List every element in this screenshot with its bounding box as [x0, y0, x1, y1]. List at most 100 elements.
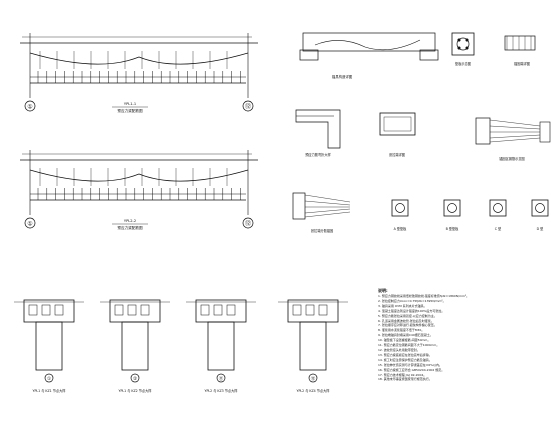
detail-end-elevation: 锚具构造详图	[299, 32, 439, 79]
note-line: 15. 张拉伸长值实测与计算误差应在±6%以内。	[378, 362, 442, 367]
fan-end-plate	[539, 121, 551, 143]
plate-hole	[535, 203, 545, 213]
detail-plate: C 型	[489, 199, 507, 231]
note-line: 8. 灌浆用水泥浆强度不低于M30。	[378, 328, 425, 333]
axis-label-right: ⑫	[245, 103, 251, 111]
joint-column	[121, 321, 149, 371]
detail-caption: 垫板示意图	[455, 61, 471, 66]
axis-label-left: ①	[27, 104, 32, 111]
note-line: 11. 预应力筋定位钢筋间距不大于1000mm。	[378, 343, 440, 348]
axis-bubble-left	[24, 217, 36, 229]
bend-outline	[295, 109, 341, 149]
detail-caption: C 型	[495, 226, 502, 231]
note-line: 16. 预应力梁施工应符合 GB50204-2002 规定。	[378, 367, 445, 372]
fan2-block	[292, 192, 306, 220]
joint-caption: YPL2 与 KZ3 节点大样	[205, 388, 239, 393]
caption-text: 预应力梁配筋图	[117, 225, 143, 230]
detail-caption: D 型	[537, 226, 544, 231]
joint-detail: ⑪ YPL2 与 KZ3 节点大样	[186, 299, 256, 393]
end-elevation-outline	[302, 32, 436, 52]
note-line: 13. 预应力梁底模应在张拉完毕后拆除。	[378, 352, 432, 357]
joint-tendon-box	[213, 304, 223, 316]
detail-caption: 锚固区钢筋示意图	[499, 156, 525, 161]
note-line: 2. 张拉控制应力σcon=0.75fptk=1395N/mm²。	[378, 298, 446, 303]
note-line: 9. 张拉端锚具封堵采用C40细石混凝土。	[378, 333, 433, 338]
plate-hole	[493, 203, 503, 213]
note-line: 12. 波纹管接头处用胶带密封。	[378, 347, 420, 352]
note-line: 10. 锚垫板下设置螺旋筋,间距50mm。	[378, 338, 431, 343]
caption-text: 预应力梁配筋图	[117, 108, 143, 113]
joint-tendon-box	[127, 304, 137, 316]
notes-title: 说明:	[378, 288, 388, 293]
joint-tendon-box	[200, 304, 210, 316]
detail-plate: A 型垫板	[391, 199, 409, 231]
detail-plate: D 型	[531, 199, 549, 231]
joint-axis-label: ②	[133, 376, 137, 382]
beam-elevation-1: ① ⑫ YPL1-1 预应力梁配筋图	[20, 33, 258, 113]
block-outline	[379, 112, 416, 136]
plate-outline	[443, 199, 461, 217]
note-line: 4. 混凝土强度达到设计强度的100%后方可张拉。	[378, 308, 445, 313]
caption-label: YPL1-1	[124, 102, 136, 106]
joint-column	[35, 321, 63, 371]
detail-caption: A 型垫板	[394, 226, 408, 231]
detail-caption: 锚具构造详图	[332, 74, 353, 79]
plate-hole	[447, 203, 457, 213]
joint-detail: ① YPL1 与 KZ1 节点大样	[14, 299, 84, 393]
strand-dot	[465, 38, 469, 42]
plate-outline	[391, 199, 409, 217]
joint-tendon-box	[28, 304, 38, 316]
anchor-hole	[456, 37, 470, 51]
end-block-right	[419, 49, 439, 61]
fan-strands	[489, 119, 541, 143]
joint-axis-bubble	[308, 373, 318, 383]
strand-dot	[457, 38, 461, 42]
note-line: 1. 预应力钢绞线采用低松弛钢绞线,强度标准值fptk=1860N/mm²。	[378, 294, 470, 298]
detail-anchor-bar-a: 锚固端详图	[504, 35, 536, 66]
detail-caption: 预应力筋弯折大样	[305, 152, 331, 157]
note-line: 7. 张拉顺序应对称进行,避免构件偏心受压。	[378, 323, 437, 328]
joint-caption: YPL2 与 KZ4 节点大样	[297, 388, 331, 393]
joint-axis-bubble	[216, 373, 226, 383]
joint-axis-label: ⑪	[219, 375, 224, 382]
joint-tendon-box	[114, 304, 124, 316]
joint-axis-label: ①	[47, 376, 51, 382]
detail-caption: B 型垫板	[446, 226, 460, 231]
detail-plate: B 型垫板	[443, 199, 461, 231]
joint-tendon-box	[318, 304, 328, 316]
fan2-strands	[304, 194, 351, 218]
axis-bubble-left	[24, 100, 36, 112]
detail-fan-anchor: 锚固区钢筋示意图	[475, 117, 551, 161]
joint-detail: ② YPL1 与 KZ2 节点大样	[100, 299, 170, 393]
plate-outline	[531, 199, 549, 217]
joint-caption: YPL1 与 KZ1 节点大样	[33, 388, 67, 393]
note-line: 14. 施工时应注意保护预应力筋及锚具。	[378, 357, 432, 362]
joint-tendon-box	[305, 304, 315, 316]
joint-axis-bubble	[130, 373, 140, 383]
end-elevation-tendon	[314, 39, 421, 51]
joint-tendon-box	[292, 304, 302, 316]
axis-bubble-right	[242, 100, 254, 112]
axis-label-right: ⑫	[245, 220, 251, 228]
note-line: 5. 预应力筋张拉采用双控,以应力控制为主。	[378, 313, 437, 318]
joint-axis-bubble	[44, 373, 54, 383]
strand-dot	[457, 46, 461, 50]
detail-bend: 预应力筋弯折大样	[295, 109, 341, 157]
joint-axis-label: ⑫	[311, 375, 316, 382]
notes-lines: 1. 预应力钢绞线采用低松弛钢绞线,强度标准值fptk=1860N/mm²。2.…	[378, 294, 554, 382]
joint-beam	[109, 299, 161, 323]
end-block-left	[299, 49, 319, 61]
detail-anchor-plate-a: 垫板示意图	[451, 32, 475, 66]
joint-beam	[23, 299, 75, 323]
detail-caption: 张拉端分散锚固	[311, 228, 333, 233]
anchor-bar-box	[504, 35, 536, 51]
detail-fan-anchor-2: 张拉端分散锚固	[292, 192, 351, 233]
axis-bubble-right	[242, 217, 254, 229]
notes-block: 说明: 1. 预应力钢绞线采用低松弛钢绞线,强度标准值fptk=1860N/mm…	[378, 288, 554, 408]
joint-caption: YPL1 与 KZ2 节点大样	[119, 388, 153, 393]
plate-outline	[489, 199, 507, 217]
anchor-plate	[451, 32, 475, 56]
joint-column	[207, 321, 235, 371]
